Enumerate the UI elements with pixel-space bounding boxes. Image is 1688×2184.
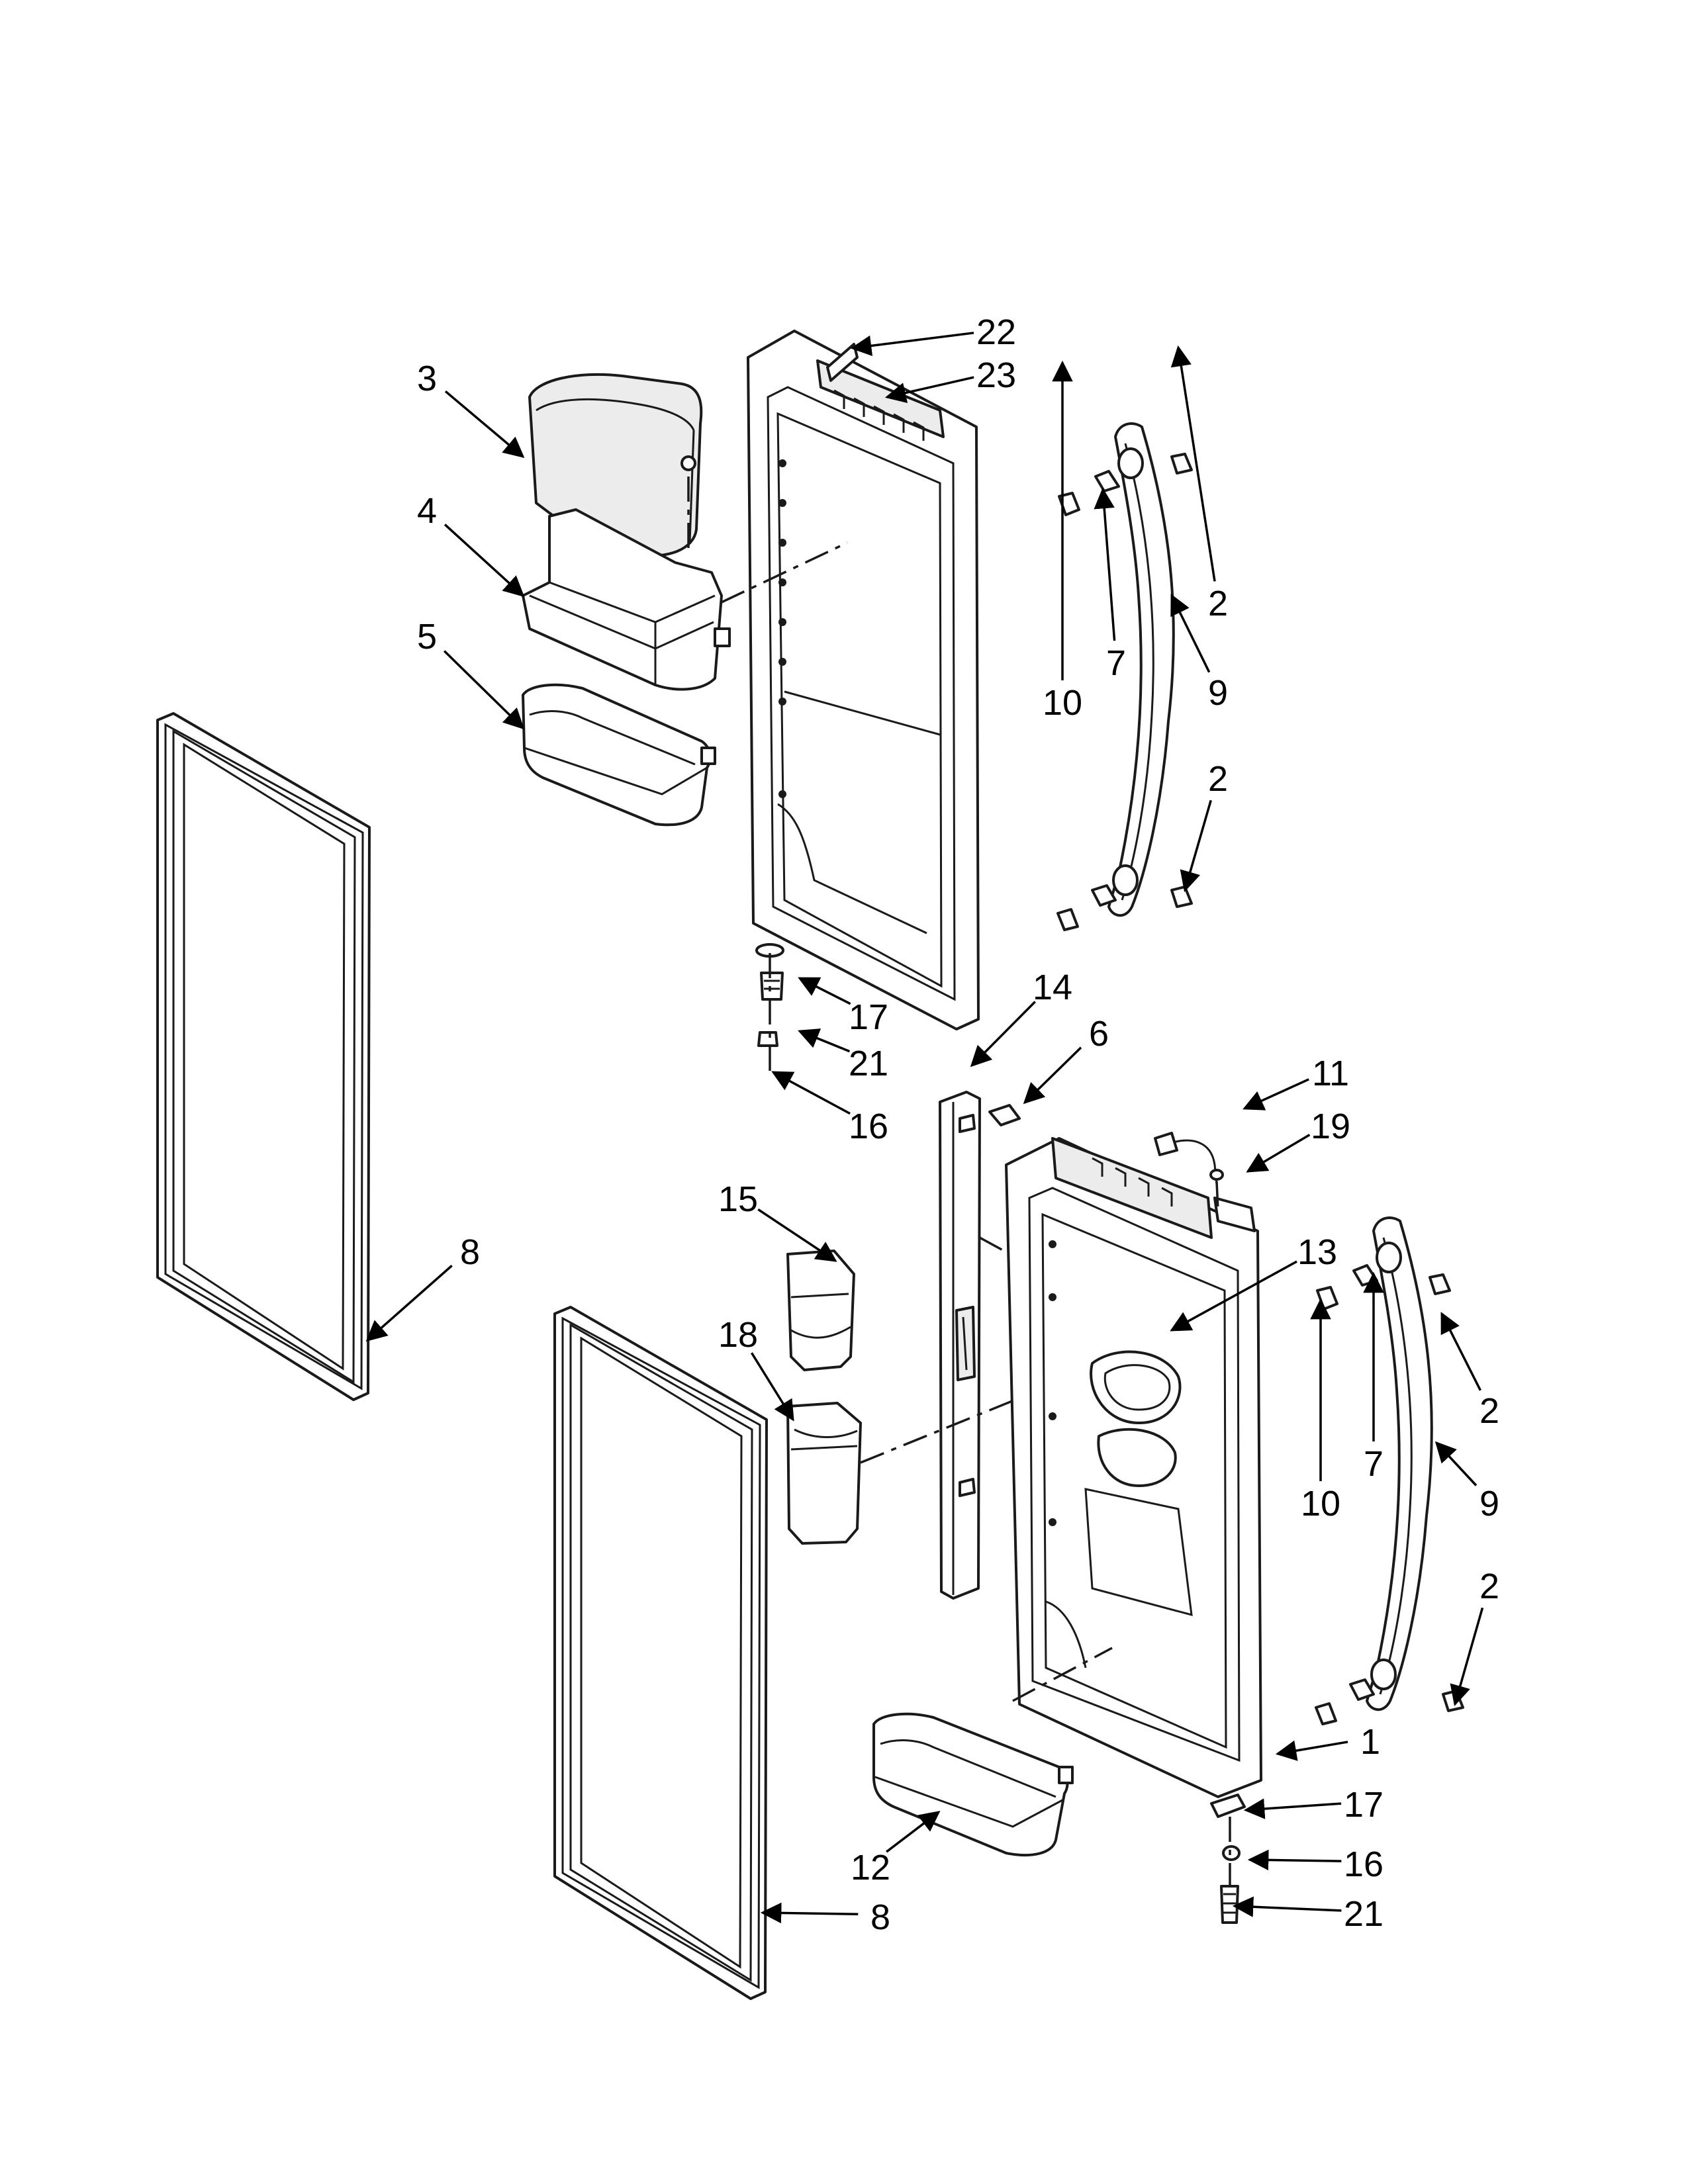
callout-arrow-c6: [1023, 1046, 1082, 1105]
callout-label-c1: 1: [1360, 1722, 1380, 1762]
door-handle-lower: [1366, 1216, 1433, 1711]
callout-label-c2c: 2: [1479, 1391, 1499, 1431]
callout-label-c9b: 9: [1479, 1484, 1499, 1524]
callout-arrow-c4: [444, 523, 525, 598]
callout-label-c9a: 9: [1208, 673, 1228, 713]
lower-door-liner: [1005, 1137, 1262, 1798]
callout-label-c21b: 21: [1344, 1894, 1383, 1934]
callout-arrow-c21b: [1232, 1896, 1342, 1917]
callout-label-c23: 23: [976, 355, 1016, 395]
lower-hinge-hardware: [1210, 1794, 1246, 1924]
door-bin-upper: [522, 683, 716, 827]
callout-label-c15: 15: [718, 1179, 758, 1219]
callout-arrow-c19: [1246, 1134, 1311, 1173]
center-mullion: [939, 1091, 981, 1600]
callout-label-c17b: 17: [1344, 1785, 1383, 1825]
callout-label-c17a: 17: [849, 997, 888, 1037]
callout-label-c10a: 10: [1043, 683, 1082, 723]
upper-door-liner: [747, 330, 980, 1030]
callout-label-c8b: 8: [870, 1897, 890, 1937]
callout-label-c18: 18: [718, 1315, 758, 1355]
callout-label-c21a: 21: [849, 1044, 888, 1083]
callout-arrow-c9b: [1434, 1441, 1477, 1486]
door-bin-small: [786, 1250, 855, 1371]
mullion-screw: [988, 1104, 1021, 1126]
callout-arrow-c8b: [760, 1902, 859, 1924]
callout-label-c2d: 2: [1479, 1567, 1499, 1606]
callout-label-c5: 5: [417, 617, 437, 657]
callout-label-c3: 3: [417, 359, 437, 398]
callout-label-c14: 14: [1033, 968, 1072, 1007]
callout-label-c6: 6: [1089, 1014, 1109, 1054]
callout-arrow-c3: [444, 390, 525, 459]
door-bin-tall: [786, 1402, 862, 1545]
callout-arrow-c23: [884, 376, 974, 404]
callout-label-c19: 19: [1311, 1107, 1350, 1146]
callout-arrow-c8a: [365, 1264, 453, 1342]
callout-label-c4: 4: [417, 491, 437, 531]
door-handle-upper: [1107, 422, 1175, 917]
callout-arrow-c1: [1275, 1740, 1348, 1761]
callout-label-c11: 11: [1312, 1054, 1349, 1093]
callout-arrow-c17b: [1243, 1798, 1342, 1819]
callout-arrow-c18: [750, 1352, 794, 1422]
callout-arrow-c2d: [1450, 1607, 1484, 1707]
callout-arrow-c16a: [771, 1071, 851, 1115]
callout-arrow-c2b: [1180, 799, 1212, 893]
callout-arrow-c2a: [1170, 345, 1216, 582]
dairy-bin: [522, 508, 731, 691]
callout-arrow-c14: [970, 1001, 1036, 1068]
callout-label-c13: 13: [1297, 1232, 1337, 1272]
callout-arrow-c11: [1243, 1078, 1309, 1111]
upper-hinge-hardware: [755, 943, 784, 1072]
callout-arrow-c7a: [1094, 487, 1116, 641]
callout-arrow-c9a: [1170, 594, 1211, 673]
door-gasket-lower: [553, 1306, 768, 2000]
callout-label-c16a: 16: [849, 1107, 888, 1146]
callout-label-c12: 12: [851, 1848, 890, 1888]
callout-label-c8a: 8: [460, 1232, 480, 1272]
callout-arrow-c16b: [1247, 1849, 1342, 1871]
handle-screws-lower: [1315, 1264, 1464, 1725]
callout-arrow-c17a: [798, 977, 851, 1005]
callout-arrow-c2c: [1440, 1312, 1481, 1391]
callout-arrow-c21a: [798, 1028, 851, 1053]
callout-arrow-c22a: [850, 332, 974, 357]
callout-arrow-c15: [757, 1208, 837, 1262]
callout-arrow-c13: [1170, 1260, 1297, 1332]
callout-leaders: [365, 332, 1484, 1924]
callout-label-c2b: 2: [1208, 759, 1228, 799]
door-gasket-left: [156, 712, 371, 1401]
callout-label-c2a: 2: [1208, 584, 1228, 623]
callout-label-c16b: 16: [1344, 1844, 1383, 1884]
callout-arrow-c12: [886, 1811, 941, 1853]
callout-label-c22a: 22: [976, 312, 1016, 352]
callout-label-c10b: 10: [1301, 1484, 1340, 1524]
water-tube: [1154, 1132, 1224, 1212]
callout-label-c7b: 7: [1364, 1444, 1383, 1484]
door-bin-lower: [872, 1712, 1074, 1856]
callout-label-c7a: 7: [1106, 643, 1126, 683]
callout-arrow-c5: [443, 650, 525, 730]
